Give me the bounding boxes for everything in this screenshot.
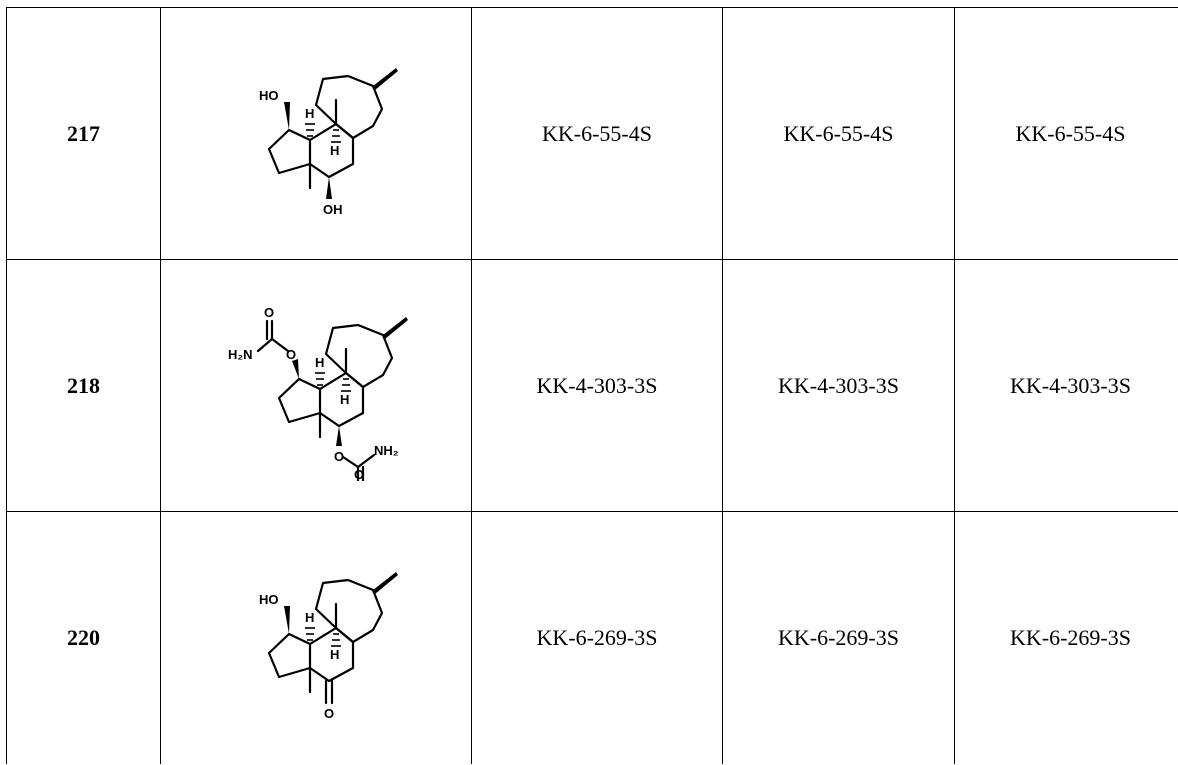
code-cell: KK-6-269-3S	[722, 511, 955, 764]
code-cell: KK-6-269-3S	[471, 511, 723, 764]
oh-label: OH	[323, 202, 343, 217]
code-cell: KK-4-303-3S	[954, 259, 1178, 512]
o-label: O	[334, 449, 344, 464]
nh2-label: NH₂	[374, 443, 399, 458]
ketone-o-label: O	[324, 706, 334, 721]
structure-cell: HO H H O	[160, 511, 472, 764]
o-label: O	[354, 467, 364, 481]
code-cell: KK-6-55-4S	[471, 7, 723, 260]
code-cell: KK-6-55-4S	[954, 7, 1178, 260]
h-label: H	[305, 610, 314, 625]
code-cell: KK-4-303-3S	[722, 259, 955, 512]
h-label: H	[330, 143, 339, 158]
h2n-label: H₂N	[228, 347, 253, 362]
code-cell: KK-4-303-3S	[471, 259, 723, 512]
o-label: O	[264, 305, 274, 320]
h-label: H	[330, 647, 339, 662]
ho-label: HO	[259, 592, 279, 607]
code-cell: KK-6-269-3S	[954, 511, 1178, 764]
code-cell: KK-6-55-4S	[722, 7, 955, 260]
table-row: 218	[6, 259, 1178, 512]
compound-id: 220	[6, 511, 161, 764]
structure-cell: H₂N O O H H O NH₂ O	[160, 259, 472, 512]
compound-id: 217	[6, 7, 161, 260]
o-label: O	[286, 347, 296, 362]
table-row: 217	[6, 7, 1178, 260]
h-label: H	[315, 355, 324, 370]
ho-label: HO	[259, 88, 279, 103]
table-row: 220	[6, 511, 1178, 764]
molecule-structure-220: HO H H O	[259, 571, 398, 721]
structure-cell: HO H H OH	[160, 7, 472, 260]
molecule-structure-217: HO H H OH	[259, 67, 398, 217]
molecule-structure-218: H₂N O O H H O NH₂ O	[228, 305, 408, 481]
compound-id: 218	[6, 259, 161, 512]
h-label: H	[340, 392, 349, 407]
h-label: H	[305, 106, 314, 121]
compound-table: 217	[6, 7, 1178, 764]
